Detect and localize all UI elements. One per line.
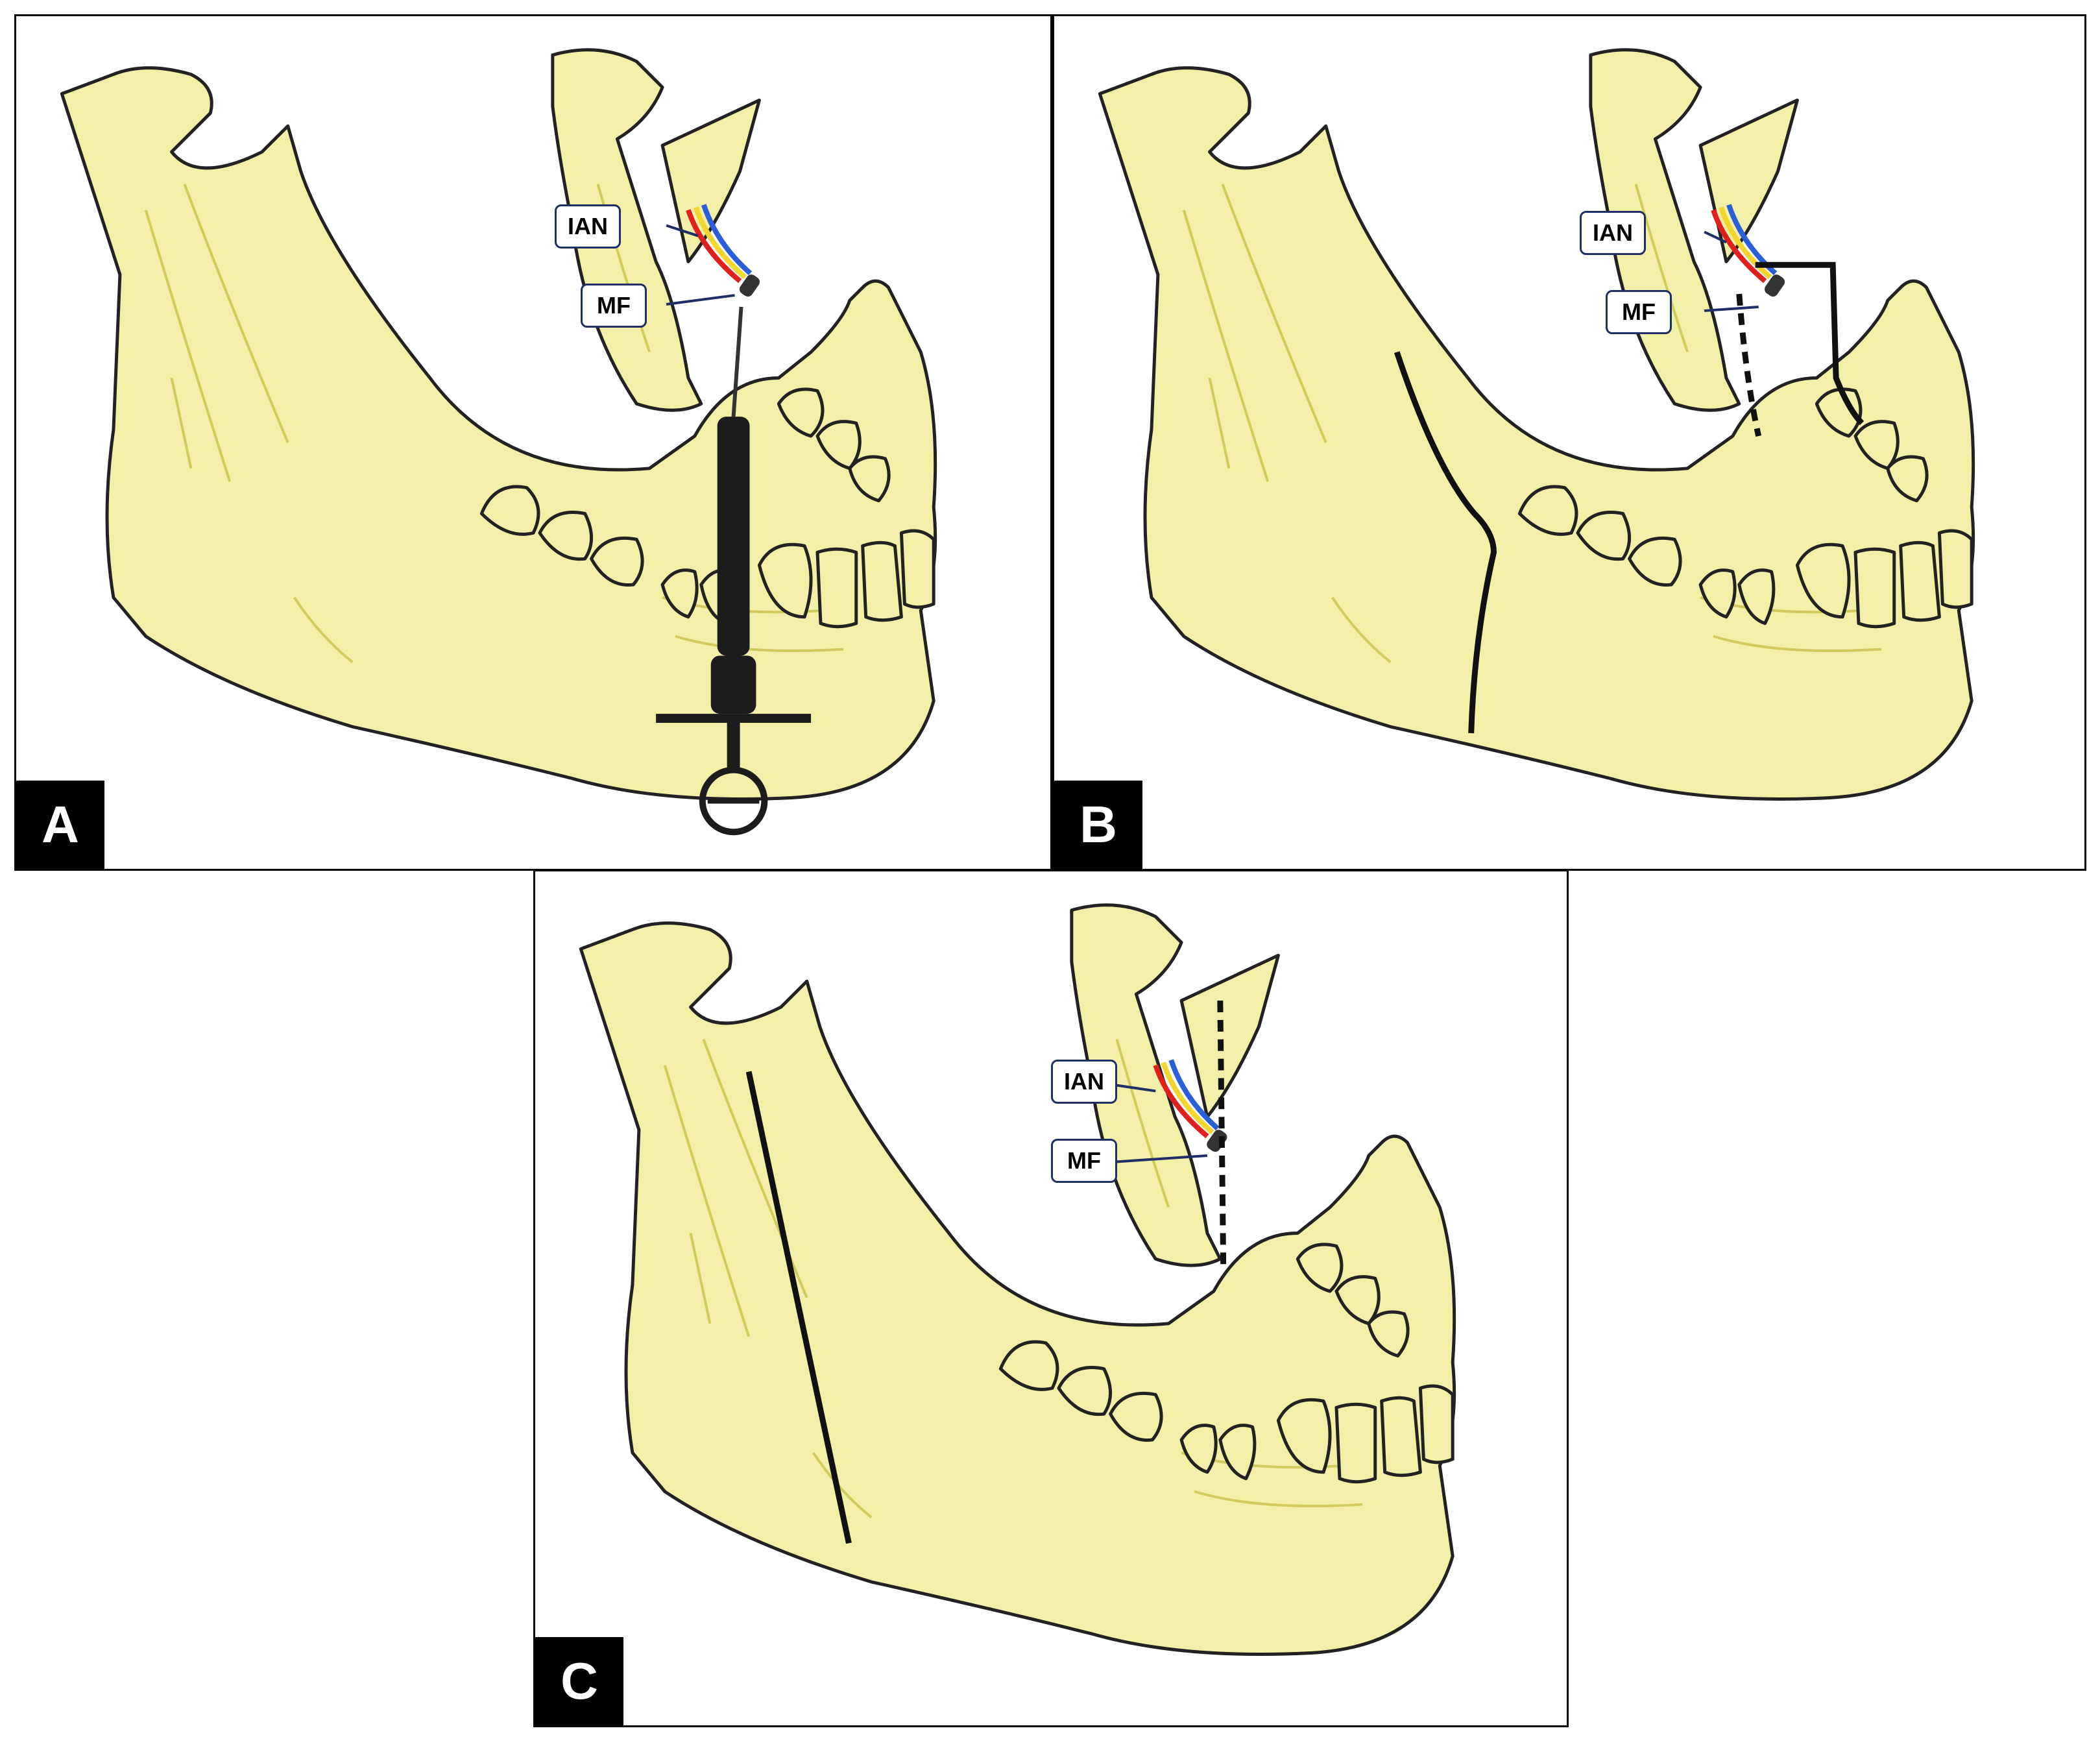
mf-arrow: [1111, 1154, 1208, 1163]
mandible-illustration-a: [16, 16, 1050, 836]
osteotomy-lines: [745, 1001, 1227, 1544]
mf-arrow: [666, 294, 735, 306]
mf-arrow: [1704, 305, 1759, 312]
panel-label-a: A: [16, 781, 104, 869]
ian-callout: IAN: [555, 204, 621, 249]
ian-arrow: [666, 224, 699, 237]
ian-callout: IAN: [1580, 211, 1646, 255]
mf-callout: MF: [581, 284, 647, 328]
mandible-illustration-b: [1054, 16, 2084, 869]
panel-c: IAN MF C: [533, 869, 1569, 1727]
osteotomy-lines: [1394, 261, 1865, 734]
ian-arrow: [1111, 1083, 1156, 1093]
panel-label-c: C: [535, 1637, 623, 1725]
panel-a: IAN MF A: [14, 14, 1052, 871]
mf-callout: MF: [1051, 1139, 1117, 1183]
panel-label-b: B: [1054, 781, 1142, 869]
panel-b: IAN MF B: [1052, 14, 2086, 871]
syringe-icon: [656, 306, 812, 836]
mandible-illustration-c: [535, 871, 1567, 1725]
mf-callout: MF: [1606, 290, 1672, 334]
ian-callout: IAN: [1051, 1060, 1117, 1104]
ian-arrow: [1704, 230, 1727, 244]
